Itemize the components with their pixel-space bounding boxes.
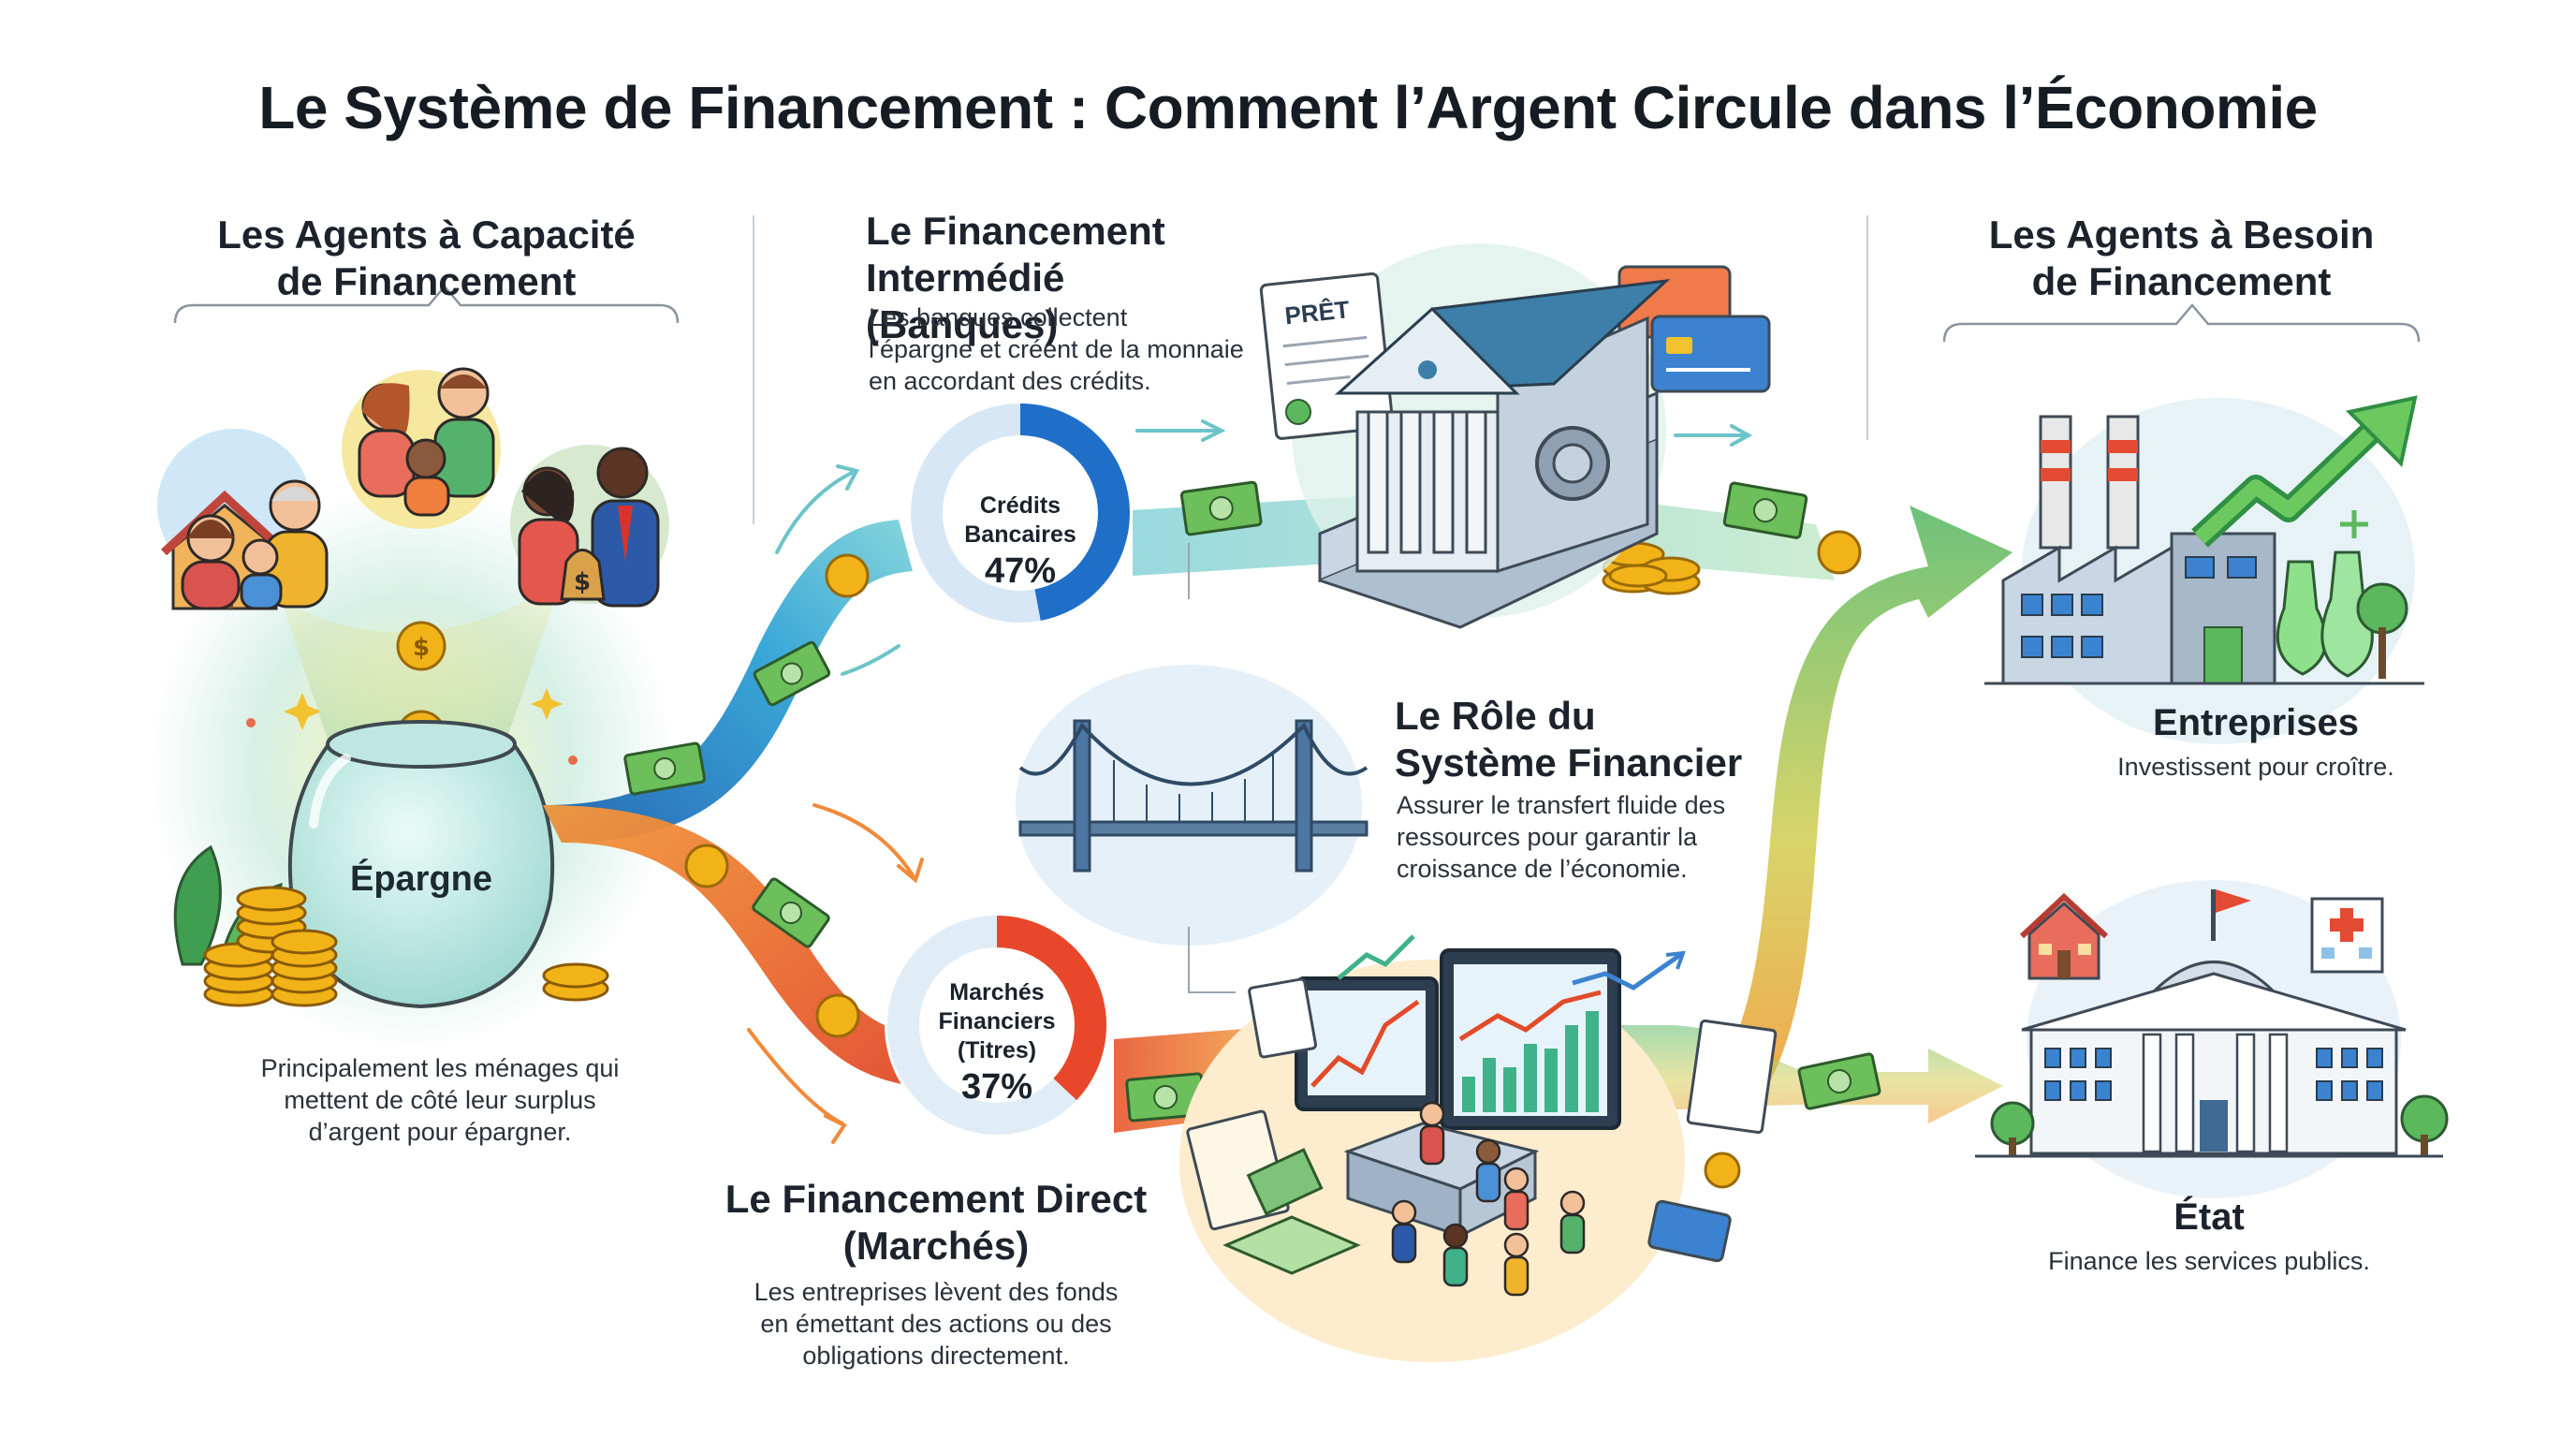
chart-screen-center (1440, 948, 1621, 1130)
government-building-illustration (1975, 880, 2449, 1198)
left-heading: Les Agents à Capacité de Financement (175, 212, 678, 305)
right-section-art (1942, 303, 2449, 1198)
donut-marches-name-line-1: Marchés (949, 979, 1045, 1005)
role-description-line-1: Assurer le transfert fluide des (1397, 791, 1726, 819)
chart-screen-left (1295, 976, 1439, 1111)
bridge-illustration (1016, 543, 1368, 993)
role-heading-line-1: Le Rôle du (1395, 694, 1596, 738)
right-heading-brace (1942, 303, 2421, 343)
hospital-icon (2310, 897, 2384, 974)
role-description: Assurer le transfert fluide des ressourc… (1397, 789, 1790, 885)
market-illustration (1179, 934, 1778, 1362)
left-description-line-1: Principalement les ménages qui (260, 1054, 620, 1082)
households-illustration: $ (157, 367, 669, 610)
left-section-art: $ $ $ (150, 285, 680, 1049)
etat-description: Finance les services publics. (2048, 1247, 2370, 1275)
left-heading-brace (173, 285, 680, 324)
loan-document-label: PRÊT (1283, 295, 1351, 330)
svg-text:$: $ (413, 634, 430, 662)
left-description-line-2: mettent de côté leur surplus (284, 1086, 596, 1114)
donut-marches-percent: 37% (960, 1067, 1033, 1107)
blue-flow-to-banks (543, 520, 913, 843)
intermediated-heading-line-1: Le Financement (866, 209, 1165, 253)
right-heading-line-1: Les Agents à Besoin (1988, 213, 2375, 257)
left-heading-line-1: Les Agents à Capacité (217, 213, 636, 257)
savings-jar-label: Épargne (349, 859, 493, 899)
school-icon (2019, 892, 2109, 980)
entreprises-block: Entreprises Investissent pour croître. (1994, 700, 2518, 783)
savings-jar (287, 720, 555, 1009)
intermediated-description-line-1: Les banques collectent (869, 303, 1128, 331)
left-heading-line-2: de Financement (276, 259, 577, 303)
right-heading-line-2: de Financement (2031, 259, 2332, 303)
donut-marches-financiers (885, 913, 1109, 1137)
factory-illustration (1984, 395, 2424, 744)
market-people (1391, 1101, 1586, 1297)
right-heading: Les Agents à Besoin de Financement (1944, 212, 2419, 305)
donut-credits-name-line-1: Crédits (979, 492, 1061, 519)
donut-credits-bancaires (908, 401, 1133, 625)
donut-marches-name-line-3: (Titres) (957, 1037, 1037, 1064)
bank-illustration: PRÊT (1259, 243, 1771, 629)
donut-credits-name-line-2: Bancaires (964, 521, 1076, 548)
direct-heading-line-1: Le Financement Direct (724, 1177, 1148, 1221)
etat-title: État (2174, 1196, 2245, 1238)
role-heading: Le Rôle du Système Financier (1395, 693, 1825, 786)
donut-marches-arc (887, 916, 1106, 1135)
donut-credits-label: Crédits Bancaires 47% (945, 492, 1095, 593)
intermediated-description: Les banques collectent l’épargne et crée… (869, 301, 1281, 397)
sparkle-icons (246, 688, 578, 765)
rising-flow-to-needs (1704, 506, 2012, 1114)
intermediated-description-line-2: l’épargne et créent de la monnaie (869, 335, 1244, 363)
role-description-line-3: croissance de l’économie. (1397, 855, 1688, 883)
left-description: Principalement les ménages qui mettent d… (178, 1052, 702, 1148)
entreprises-title: Entreprises (2152, 702, 2360, 743)
etat-block: État Finance les services publics. (1947, 1195, 2471, 1277)
plants-and-coin-stacks (173, 844, 609, 1007)
donut-marches-name-line-2: Financiers (938, 1008, 1056, 1034)
page-title: Le Système de Financement : Comment l’Ar… (258, 74, 2318, 141)
direct-description-line-3: obligations directement. (802, 1342, 1070, 1370)
loan-document: PRÊT (1259, 271, 1395, 440)
direct-description: Les entreprises lèvent des fonds en émet… (693, 1276, 1179, 1372)
donut-credits-percent: 47% (984, 551, 1057, 591)
donut-marches-label: Marchés Financiers (Titres) 37% (922, 978, 1072, 1108)
intermediated-heading: Le Financement Intermédié (Banques) (866, 208, 1259, 348)
role-description-line-2: ressources pour garantir la (1397, 823, 1698, 851)
intermediated-heading-line-2: Intermédié (Banques) (866, 256, 1065, 346)
role-heading-line-2: Système Financier (1395, 741, 1743, 785)
svg-text:$: $ (574, 568, 591, 596)
entreprises-description: Investissent pour croître. (2117, 753, 2394, 781)
intermediated-description-line-3: en accordant des crédits. (869, 367, 1151, 395)
column-dividers (753, 215, 1868, 524)
direct-description-line-2: en émettant des actions ou des (760, 1310, 1112, 1338)
left-description-line-3: d’argent pour épargner. (308, 1118, 572, 1146)
direct-heading: Le Financement Direct (Marchés) (693, 1176, 1179, 1269)
donut-credits-arc (911, 404, 1130, 623)
direct-heading-line-2: (Marchés) (842, 1224, 1030, 1268)
direct-description-line-1: Les entreprises lèvent des fonds (754, 1278, 1119, 1306)
